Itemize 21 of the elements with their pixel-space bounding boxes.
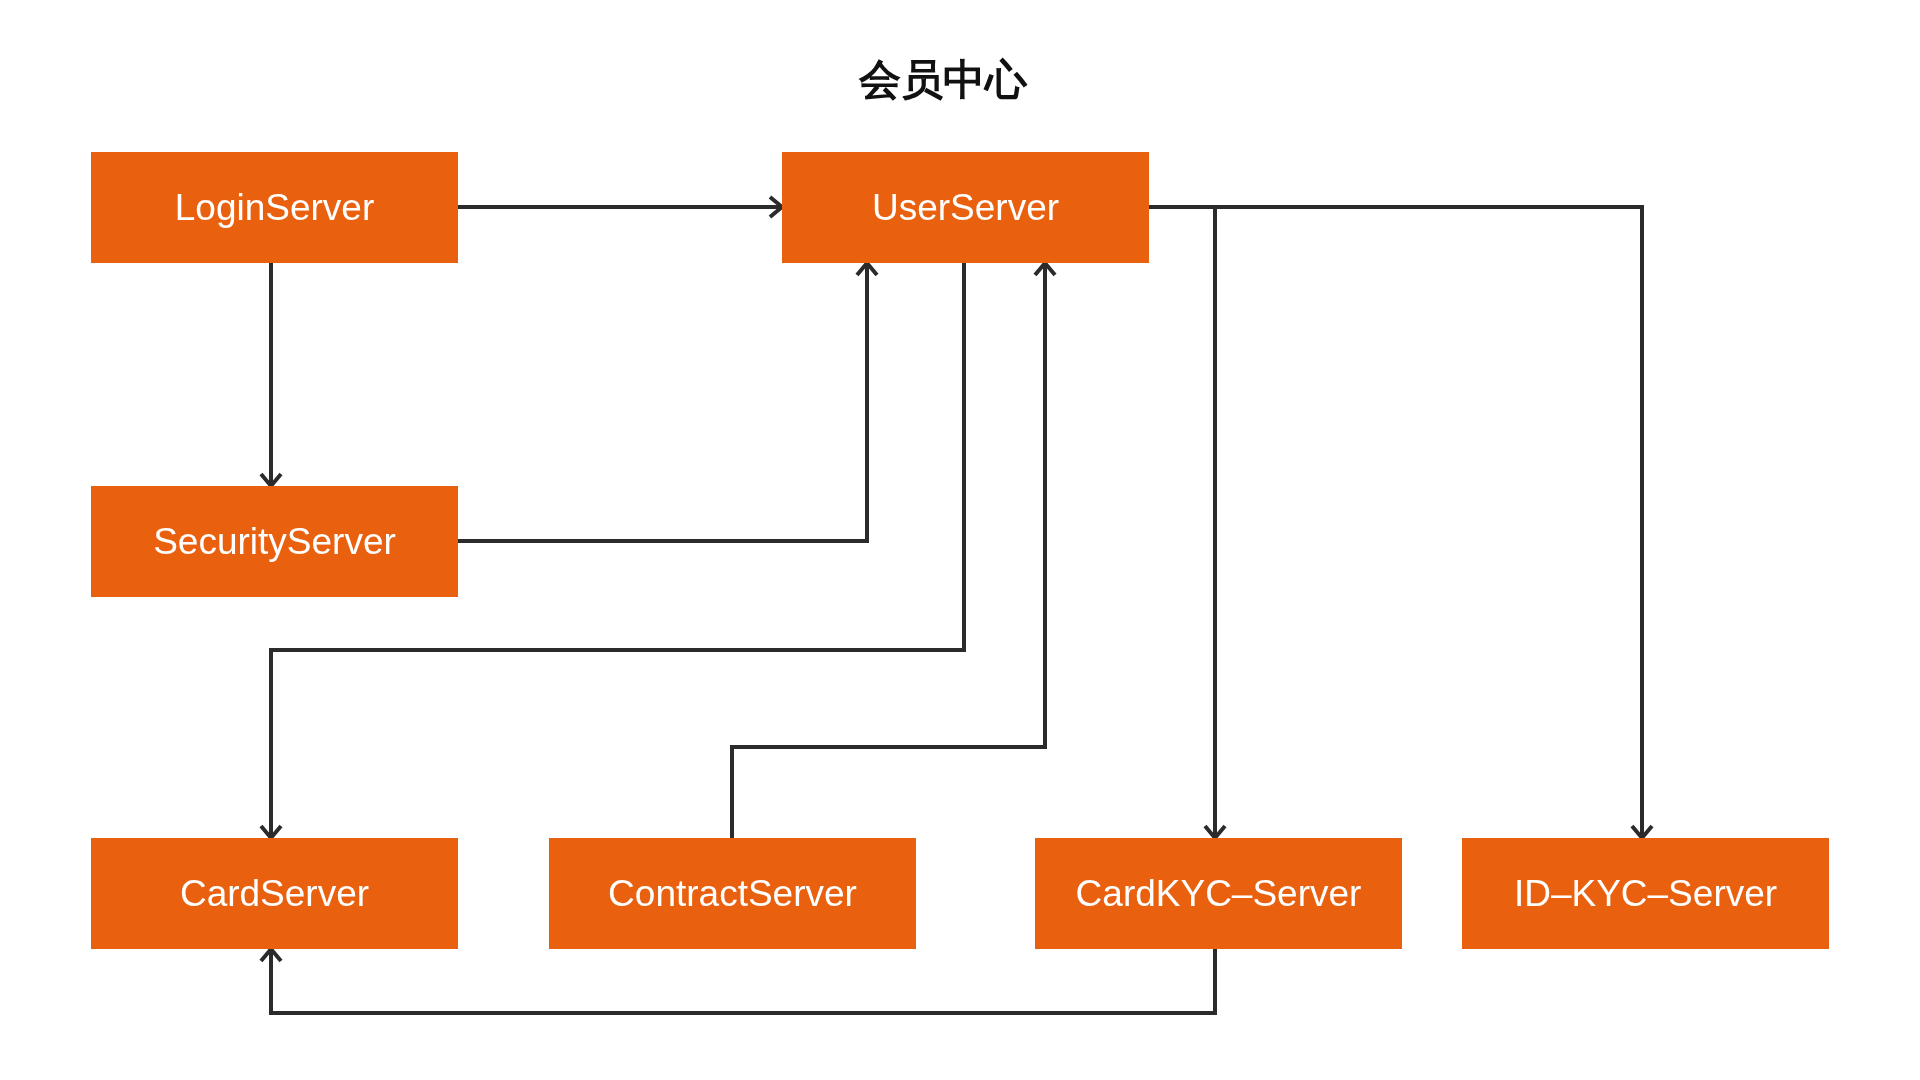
node-label: ID–KYC–Server (1513, 871, 1778, 916)
node-label: SecurityServer (153, 519, 396, 564)
arrow (259, 263, 283, 488)
node-label: CardServer (179, 871, 370, 916)
arrow (259, 263, 966, 840)
server-box (1462, 838, 1829, 949)
server-box (1035, 838, 1402, 949)
server-box (782, 152, 1149, 263)
node-label: ContractServer (608, 871, 857, 916)
arrow (730, 261, 1057, 838)
diagram-title: 会员中心 (858, 54, 1029, 106)
arrow (458, 261, 879, 543)
server-box (91, 486, 458, 597)
server-box (91, 838, 458, 949)
node-label: LoginServer (174, 185, 375, 230)
server-box (549, 838, 916, 949)
arrow (259, 947, 1217, 1015)
node-label: UserServer (871, 185, 1060, 230)
server-box (91, 152, 458, 263)
arrow (458, 195, 784, 219)
node-label: CardKYC–Server (1075, 871, 1362, 916)
